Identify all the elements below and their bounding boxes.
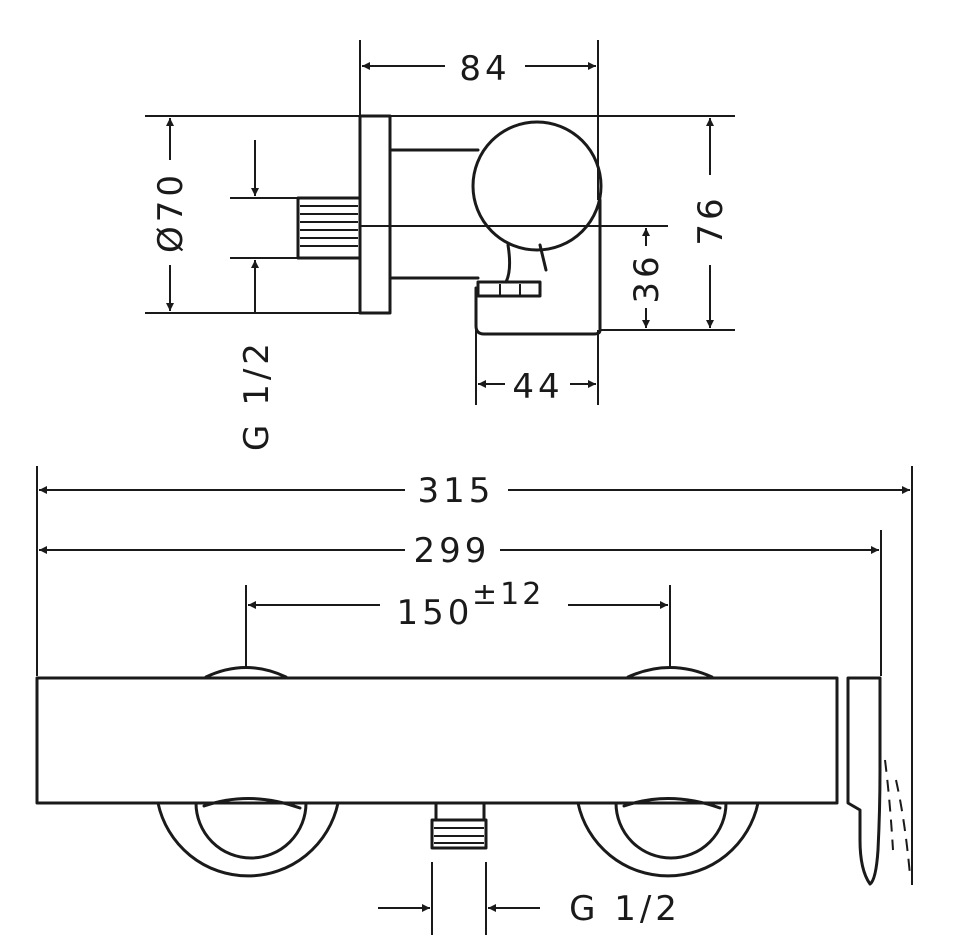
label-44: 44 — [512, 367, 563, 407]
label-315: 315 — [418, 471, 495, 511]
mixer-body — [35, 676, 839, 805]
label-diameter-70: Ø70 — [151, 171, 191, 253]
right-connection-cap — [626, 666, 714, 679]
outlet-neck — [434, 801, 486, 822]
left-escutcheon-outer — [156, 801, 340, 878]
lever-motion-2 — [895, 779, 911, 876]
label-bottom-thread: G 1/2 — [569, 889, 681, 929]
neck-curve-2 — [538, 243, 548, 272]
handle-head — [471, 120, 603, 252]
bottom-outlet — [430, 818, 488, 850]
lever-motion-1 — [884, 759, 894, 851]
right-escutcheon-outer — [576, 801, 760, 878]
threaded-nipple — [296, 196, 362, 260]
label-299: 299 — [414, 531, 491, 571]
left-connection-cap — [204, 666, 288, 679]
label-84: 84 — [459, 49, 510, 89]
wall-flange — [358, 114, 392, 315]
left-escutcheon-inner — [194, 801, 308, 860]
side-lever — [846, 676, 882, 886]
label-76: 76 — [691, 194, 731, 245]
body-connector — [388, 148, 480, 280]
neck-curve — [504, 243, 512, 284]
right-escutcheon-inner — [614, 801, 728, 860]
right-escutcheon — [576, 797, 760, 878]
thread-lines — [300, 205, 358, 247]
label-36: 36 — [627, 252, 667, 303]
front-view: 315 299 150 ±12 G 1/2 — [35, 466, 913, 935]
label-150: 150 — [397, 593, 474, 633]
body-outline — [474, 198, 602, 336]
label-150-tolerance: ±12 — [472, 577, 544, 612]
outlet-nut — [476, 280, 542, 298]
left-escutcheon-lip — [202, 797, 302, 810]
side-view: 84 Ø70 G 1/2 76 36 44 — [145, 40, 735, 451]
left-escutcheon — [156, 797, 340, 878]
label-side-thread: G 1/2 — [237, 339, 277, 451]
right-escutcheon-lip — [622, 797, 722, 810]
